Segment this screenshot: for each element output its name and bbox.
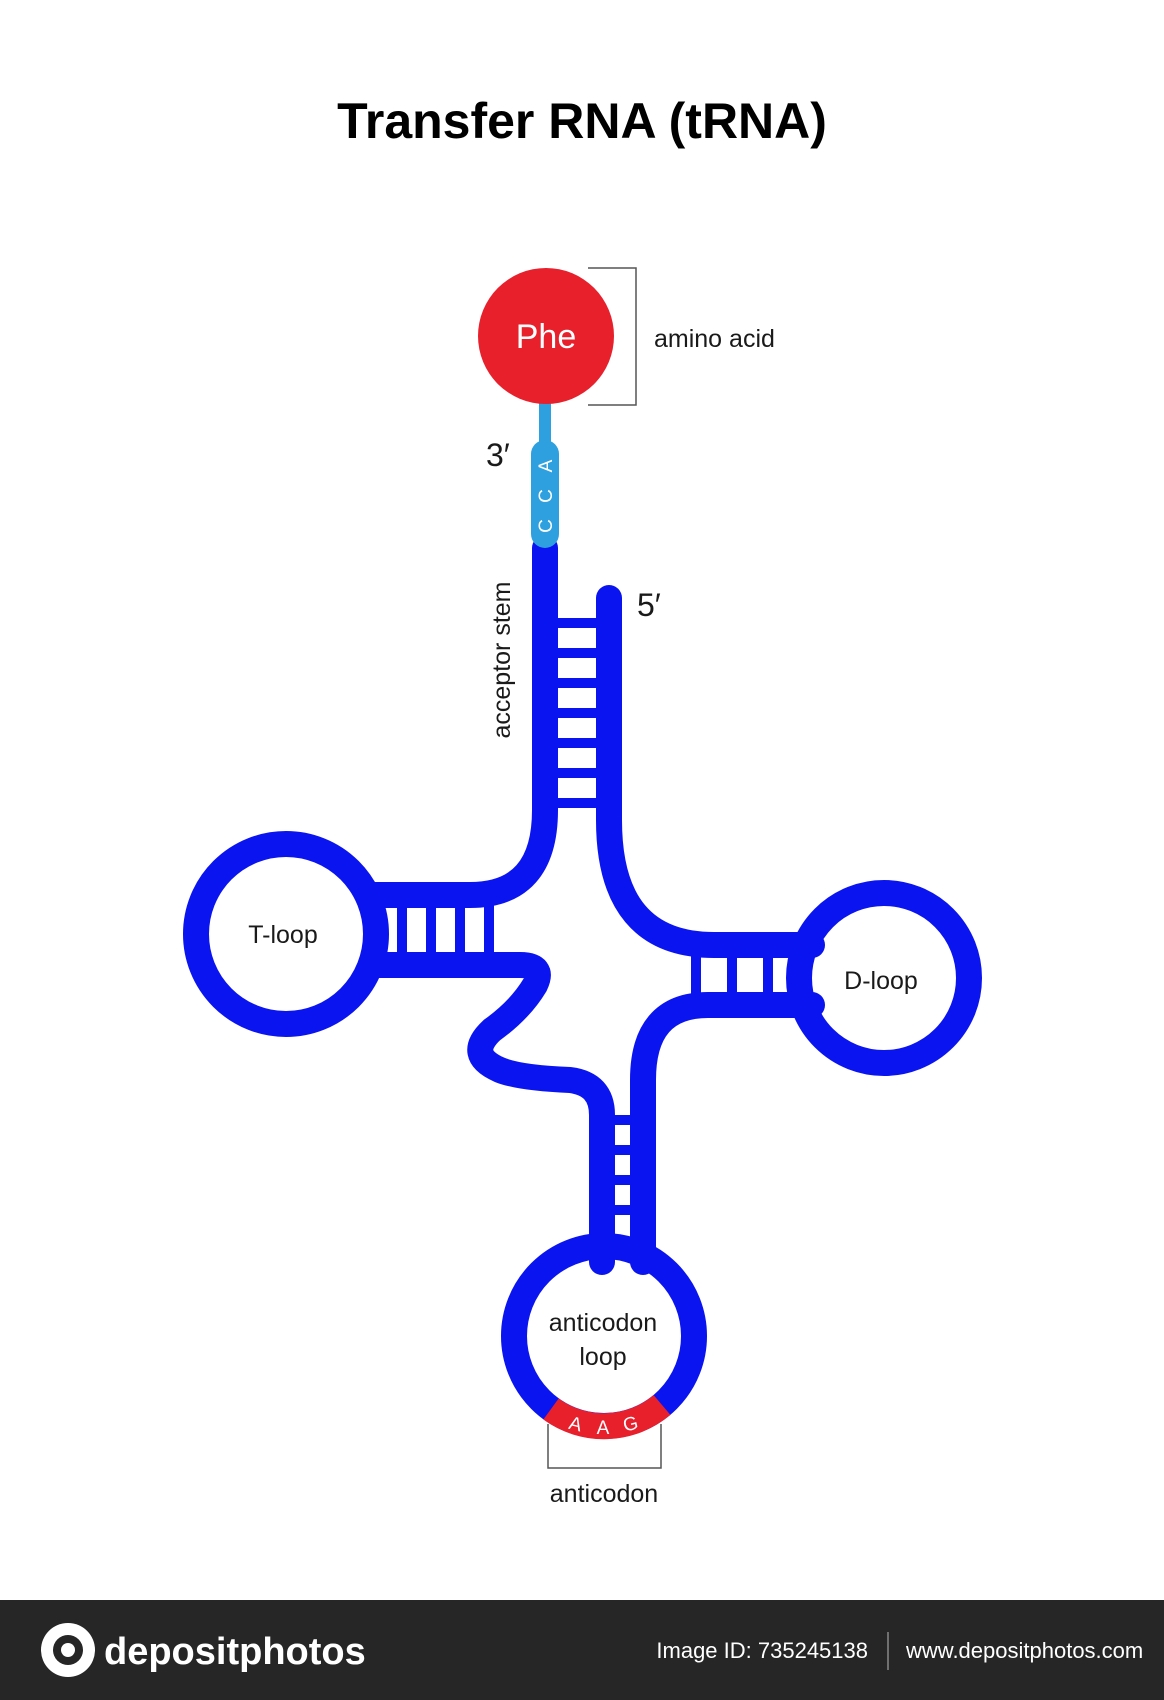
- cca-base-2: C: [536, 489, 557, 503]
- d-loop-label: D-loop: [844, 967, 918, 995]
- anticodon-label: anticodon: [550, 1480, 658, 1508]
- amino-acid-circle: [478, 268, 614, 404]
- anticodon-bracket: [547, 1424, 662, 1469]
- depositphotos-logo-icon: [41, 1623, 95, 1677]
- footer-bar: depositphotos Image ID: 735245138 www.de…: [0, 1600, 1164, 1700]
- diagram-title: Transfer RNA (tRNA): [337, 93, 827, 149]
- t-arm-pairs: [368, 895, 494, 965]
- strand-3prime-segment: [359, 535, 558, 908]
- footer-site: www.depositphotos.com: [905, 1638, 1143, 1663]
- amino-acid-label: amino acid: [654, 325, 775, 353]
- d-arm-pairs: [691, 945, 805, 1005]
- anticodon-base-3: G: [621, 1413, 640, 1437]
- amino-acid-bracket: [588, 267, 637, 406]
- cca-bases: C C A: [536, 459, 557, 533]
- amino-acid-name: Phe: [516, 318, 577, 356]
- anticodon-base-1: A: [567, 1413, 585, 1437]
- footer-brand: depositphotos: [104, 1631, 366, 1673]
- three-prime-label: 3′: [486, 437, 510, 473]
- anticodon-loop-label-line1: anticodon: [549, 1309, 657, 1337]
- anticodon-base-2: A: [597, 1418, 610, 1439]
- t-loop-label: T-loop: [248, 921, 317, 949]
- five-prime-label: 5′: [637, 587, 661, 623]
- strand-d-to-anticodon: [630, 992, 825, 1275]
- acceptor-stem-label: acceptor stem: [488, 581, 516, 738]
- strand-t-to-anticodon: [359, 952, 615, 1275]
- footer-image-id: Image ID: 735245138: [656, 1638, 868, 1663]
- strand-5prime-segment: [596, 585, 825, 958]
- cca-base-3: A: [536, 459, 557, 472]
- cca-segment: [531, 440, 559, 548]
- anticodon-bases: A A G: [567, 1413, 641, 1439]
- anticodon-segment: [543, 1394, 671, 1440]
- anticodon-loop-label-line2: loop: [579, 1343, 626, 1371]
- anticodon-stem-pairs: [602, 1115, 643, 1215]
- acceptor-stem-pairs: [545, 618, 609, 808]
- cca-base-1: C: [536, 519, 557, 533]
- base-pairs: [368, 618, 805, 1215]
